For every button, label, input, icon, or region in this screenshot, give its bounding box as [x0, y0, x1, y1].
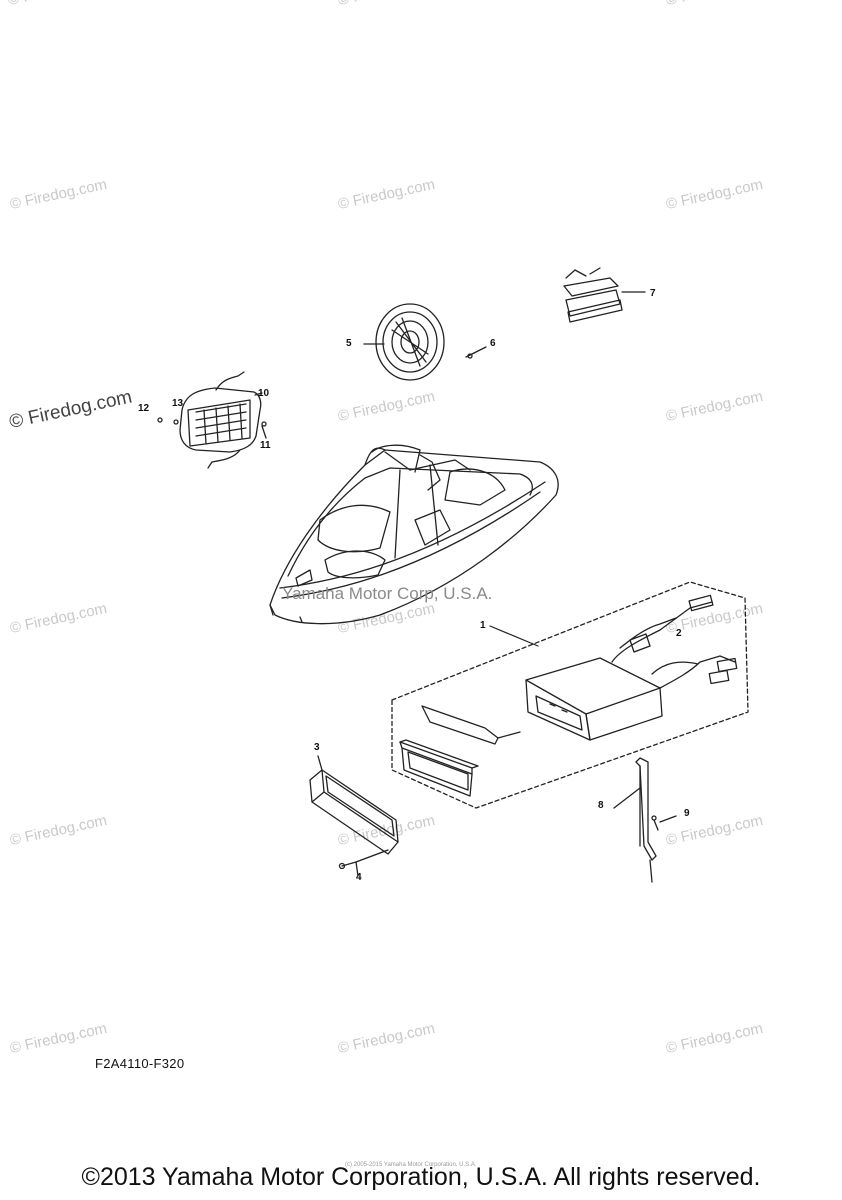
screw-part	[338, 849, 389, 877]
stereo-faceplate-part	[421, 705, 521, 745]
led-light-bar-part	[563, 267, 646, 323]
callout-5: 5	[346, 338, 352, 349]
callout-1: 1	[480, 620, 486, 631]
callout-12: 12	[138, 403, 150, 414]
callout-9: 9	[684, 808, 690, 819]
switch-panel-part	[157, 371, 267, 469]
callout-13: 13	[172, 398, 184, 409]
callout-2: 2	[676, 628, 682, 639]
callout-11: 11	[260, 440, 271, 451]
callout-8: 8	[598, 800, 604, 811]
diagram-code: F2A4110-F320	[95, 1056, 185, 1071]
stereo-bezel-part	[399, 739, 479, 797]
bracket-part	[613, 757, 657, 883]
stereo-kit-assembly	[391, 581, 749, 809]
callout-6: 6	[490, 338, 496, 349]
boat-watermark: Yamaha Motor Corp, U.S.A.	[282, 584, 493, 603]
callout-3: 3	[314, 742, 320, 753]
round-speaker-part	[363, 303, 487, 381]
boat-illustration	[269, 444, 559, 625]
bezel-trim-part	[309, 755, 399, 855]
callout-7: 7	[650, 288, 656, 299]
small-copyright: (c) 2005-2015 Yamaha Motor Corporation, …	[345, 1162, 477, 1168]
copyright-notice: ©2013 Yamaha Motor Corporation, U.S.A. A…	[81, 1163, 761, 1191]
callout-10: 10	[258, 388, 270, 399]
screw-part	[651, 815, 677, 831]
stereo-head-unit-part	[525, 594, 738, 741]
callout-4: 4	[356, 872, 362, 883]
